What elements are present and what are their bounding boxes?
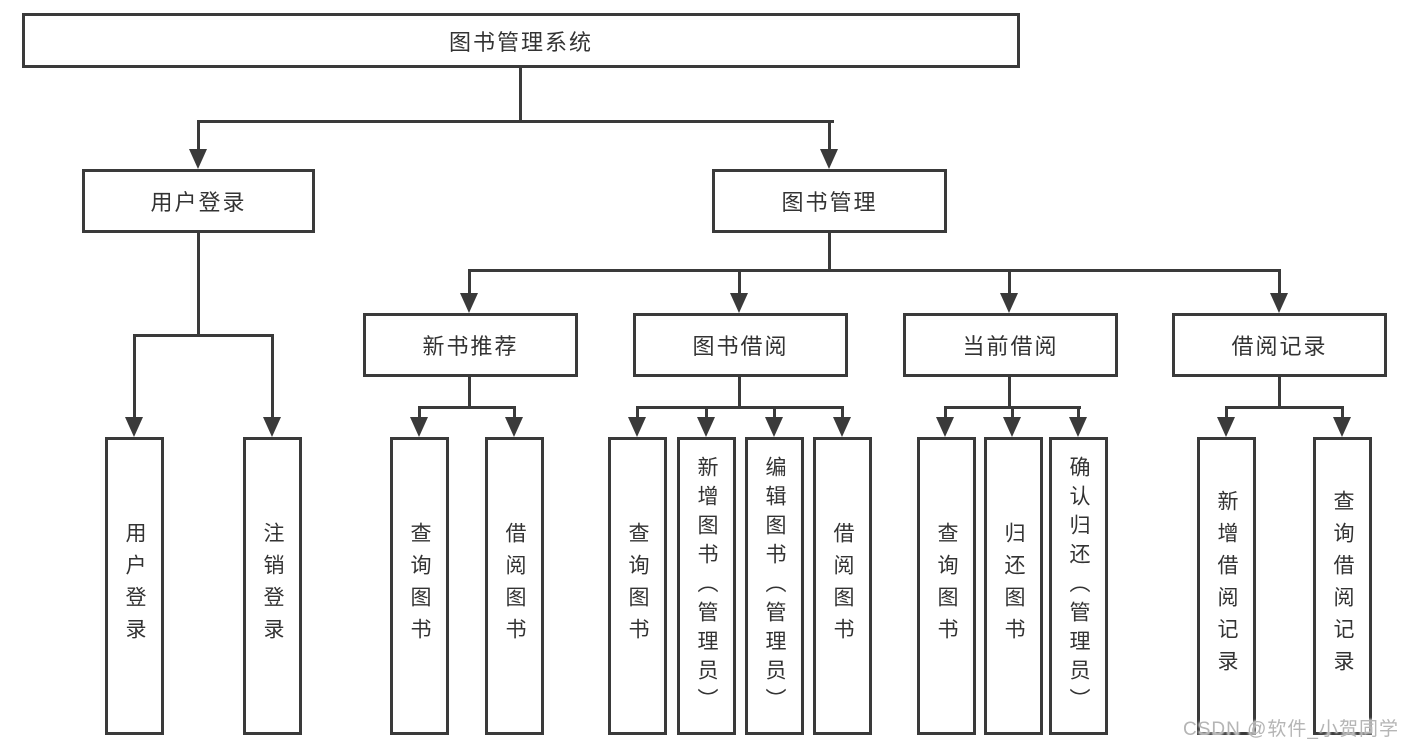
leaf-label: 新增借阅记录 bbox=[1215, 490, 1238, 682]
connector-borrow-record-stem bbox=[1278, 374, 1281, 408]
leaf-label: 借阅图书 bbox=[831, 522, 854, 650]
node-root: 图书管理系统 bbox=[22, 13, 1020, 68]
arrowhead-down-icon bbox=[125, 417, 143, 437]
connector-drop-current-borrow bbox=[1008, 269, 1011, 296]
leaf-label: 用户登录 bbox=[123, 522, 146, 650]
leaf-label: 编辑图书（管理员） bbox=[763, 455, 786, 717]
arrowhead-down-icon bbox=[730, 293, 748, 313]
leaf-label: 确认归还（管理员） bbox=[1067, 455, 1090, 717]
connector-drop-leaf bbox=[705, 406, 708, 420]
leaf-label: 借阅图书 bbox=[503, 522, 526, 650]
arrowhead-down-icon bbox=[1003, 417, 1021, 437]
node-book-borrow: 图书借阅 bbox=[633, 313, 848, 377]
arrowhead-down-icon bbox=[1270, 293, 1288, 313]
connector-drop-leaf bbox=[1341, 406, 1344, 420]
leaf-edit-book-admin: 编辑图书（管理员） bbox=[745, 437, 804, 735]
arrowhead-down-icon bbox=[697, 417, 715, 437]
node-borrow-record: 借阅记录 bbox=[1172, 313, 1387, 377]
connector-drop-leaf bbox=[513, 406, 516, 420]
arrowhead-down-icon bbox=[1069, 417, 1087, 437]
connector-drop-leaf bbox=[636, 406, 639, 420]
leaf-user-login: 用户登录 bbox=[105, 437, 164, 735]
arrowhead-down-icon bbox=[1000, 293, 1018, 313]
node-new-book-recommend: 新书推荐 bbox=[363, 313, 578, 377]
leaf-label: 归还图书 bbox=[1002, 522, 1025, 650]
arrowhead-down-icon bbox=[460, 293, 478, 313]
leaf-add-borrow-record: 新增借阅记录 bbox=[1197, 437, 1256, 735]
connector-borrow-record-hline bbox=[1225, 406, 1344, 409]
connector-book-borrow-hline bbox=[636, 406, 844, 409]
connector-user-login-hline bbox=[133, 334, 274, 337]
connector-new-book-stem bbox=[468, 374, 471, 408]
node-book-management: 图书管理 bbox=[712, 169, 947, 233]
connector-new-book-hline bbox=[418, 406, 516, 409]
connector-current-borrow-stem bbox=[1008, 374, 1011, 408]
connector-drop-leaf-user-login bbox=[133, 334, 136, 420]
arrowhead-down-icon bbox=[1333, 417, 1351, 437]
connector-drop-user-login bbox=[197, 120, 200, 152]
connector-drop-leaf bbox=[1077, 406, 1080, 420]
connector-drop-leaf bbox=[773, 406, 776, 420]
leaf-query-book-current: 查询图书 bbox=[917, 437, 976, 735]
leaf-label: 查询图书 bbox=[935, 522, 958, 650]
arrowhead-down-icon bbox=[820, 149, 838, 169]
connector-drop-new-book bbox=[468, 269, 471, 296]
leaf-label: 查询图书 bbox=[626, 522, 649, 650]
arrowhead-down-icon bbox=[765, 417, 783, 437]
connector-book-management-stem bbox=[828, 231, 831, 272]
leaf-label: 查询借阅记录 bbox=[1331, 490, 1354, 682]
leaf-query-book-borrow: 查询图书 bbox=[608, 437, 667, 735]
leaf-confirm-return-admin: 确认归还（管理员） bbox=[1049, 437, 1108, 735]
connector-drop-leaf bbox=[1011, 406, 1014, 420]
leaf-add-book-admin: 新增图书（管理员） bbox=[677, 437, 736, 735]
arrowhead-down-icon bbox=[263, 417, 281, 437]
connector-drop-leaf bbox=[1225, 406, 1228, 420]
connector-drop-leaf bbox=[418, 406, 421, 420]
leaf-query-borrow-record: 查询借阅记录 bbox=[1313, 437, 1372, 735]
arrowhead-down-icon bbox=[936, 417, 954, 437]
arrowhead-down-icon bbox=[505, 417, 523, 437]
arrowhead-down-icon bbox=[1217, 417, 1235, 437]
node-current-borrow: 当前借阅 bbox=[903, 313, 1118, 377]
connector-drop-borrow-record bbox=[1278, 269, 1281, 296]
arrowhead-down-icon bbox=[833, 417, 851, 437]
leaf-query-book-recommend: 查询图书 bbox=[390, 437, 449, 735]
leaf-logout: 注销登录 bbox=[243, 437, 302, 735]
leaf-borrow-book-recommend: 借阅图书 bbox=[485, 437, 544, 735]
connector-book-borrow-stem bbox=[738, 374, 741, 408]
connector-drop-leaf-logout bbox=[271, 334, 274, 420]
connector-root-stem bbox=[519, 66, 522, 122]
connector-drop-book-borrow bbox=[738, 269, 741, 296]
leaf-borrow-book: 借阅图书 bbox=[813, 437, 872, 735]
watermark: CSDN @软件_小贺同学 bbox=[1183, 719, 1399, 740]
leaf-return-book: 归还图书 bbox=[984, 437, 1043, 735]
leaf-label: 新增图书（管理员） bbox=[695, 455, 718, 717]
connector-root-hline bbox=[197, 120, 834, 123]
arrowhead-down-icon bbox=[189, 149, 207, 169]
leaf-label: 注销登录 bbox=[261, 522, 284, 650]
connector-book-management-hline bbox=[468, 269, 1281, 272]
connector-drop-leaf bbox=[841, 406, 844, 420]
connector-user-login-stem bbox=[197, 231, 200, 336]
connector-drop-leaf bbox=[944, 406, 947, 420]
node-user-login: 用户登录 bbox=[82, 169, 315, 233]
connector-drop-book-management bbox=[828, 120, 831, 152]
arrowhead-down-icon bbox=[628, 417, 646, 437]
arrowhead-down-icon bbox=[410, 417, 428, 437]
leaf-label: 查询图书 bbox=[408, 522, 431, 650]
